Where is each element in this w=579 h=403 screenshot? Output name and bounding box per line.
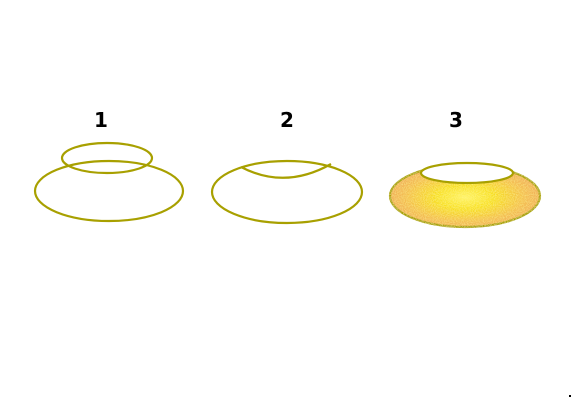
step-label-3: 3 bbox=[449, 108, 463, 132]
figure-1-outer-ellipse bbox=[33, 159, 185, 223]
step-label-1: 1 bbox=[94, 108, 108, 132]
stray-dot bbox=[569, 395, 571, 397]
figure-1 bbox=[33, 141, 185, 223]
figure-2-outer-ellipse bbox=[210, 159, 364, 225]
figure-3-inner-opening bbox=[419, 161, 515, 185]
figure-2 bbox=[210, 159, 364, 225]
step-label-2: 2 bbox=[280, 108, 294, 132]
figure-1-inner-ellipse bbox=[60, 141, 154, 175]
figure-3 bbox=[388, 161, 542, 229]
figure-2-inner-arc bbox=[240, 163, 332, 179]
